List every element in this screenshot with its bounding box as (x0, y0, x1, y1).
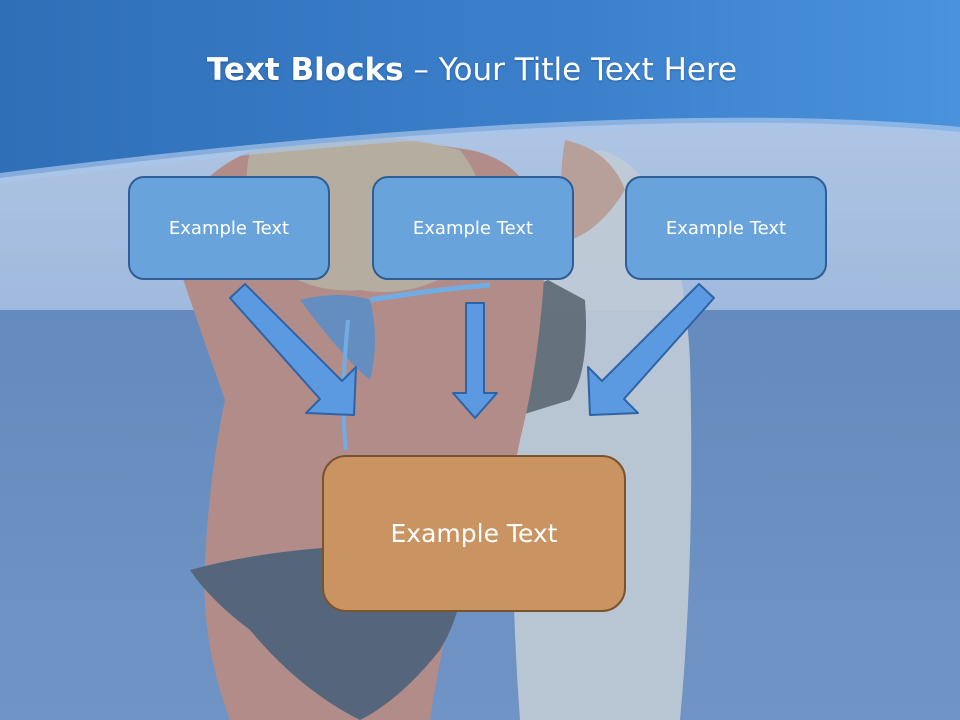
text-block-bottom-label: Example Text (390, 519, 558, 548)
header-curve-highlight (0, 117, 960, 183)
text-block-left[interactable]: Example Text (128, 176, 330, 280)
bikini-strap (300, 295, 375, 380)
bikini-string (369, 282, 491, 303)
title-rest: Your Title Text Here (438, 52, 738, 88)
title-bold: Text Blocks (206, 52, 404, 88)
text-block-right[interactable]: Example Text (625, 176, 827, 280)
text-block-right-label: Example Text (665, 217, 787, 239)
slide-title: Text Blocks – Your Title Text Here (0, 52, 944, 88)
text-block-center-label: Example Text (412, 217, 534, 239)
header-band (0, 0, 960, 178)
text-block-bottom[interactable]: Example Text (322, 455, 626, 612)
arrow-left-diagonal (229, 283, 357, 416)
text-block-center[interactable]: Example Text (372, 176, 574, 280)
text-block-left-label: Example Text (168, 217, 290, 239)
arrow-center-down (452, 302, 498, 419)
figure-hand (561, 140, 625, 240)
arrow-right-diagonal (587, 283, 715, 416)
title-dash: – (403, 52, 439, 88)
